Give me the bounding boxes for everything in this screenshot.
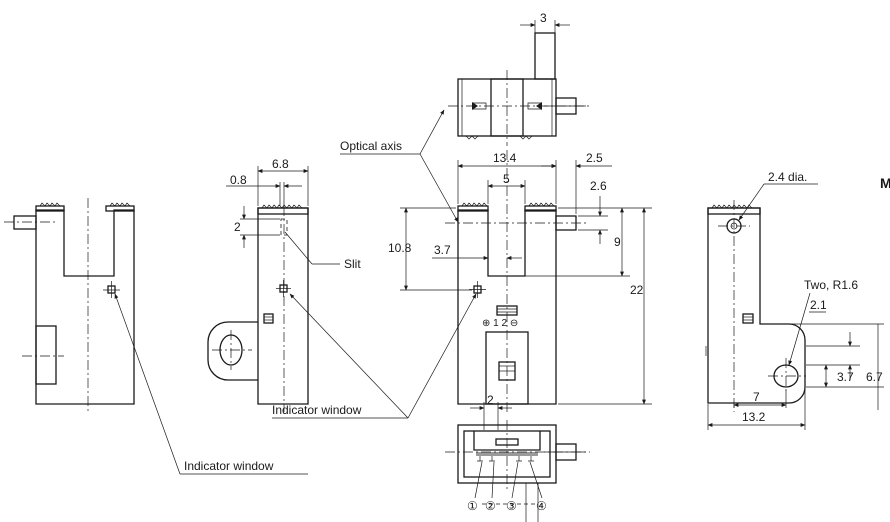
dim-2-slit: 2 <box>234 220 241 234</box>
pin-1: ① <box>467 499 478 513</box>
dim-3.7-right: 3.7 <box>837 370 854 384</box>
optical-axis-label: Optical axis <box>340 139 402 153</box>
indicator-window-label: Indicator window <box>272 403 362 417</box>
pin-4: ④ <box>536 499 547 513</box>
front-view: ⊕ 1 2 ⊖ <box>445 150 588 412</box>
dim-2.5: 2.5 <box>586 151 603 165</box>
side-view-dims: 6.8 0.8 2 Slit <box>226 157 361 271</box>
top-view-dims: 3 <box>520 11 570 33</box>
optical-axis-callout: Optical axis <box>340 109 459 223</box>
dim-2.1: 2.1 <box>810 298 827 312</box>
two-r1.6-label: Two, R1.6 <box>804 278 858 292</box>
dim-3.7-front: 3.7 <box>434 243 451 257</box>
slit-label: Slit <box>344 257 361 271</box>
dim-6.8: 6.8 <box>272 157 289 171</box>
indicator-window-left-callout: Indicator window <box>114 293 308 475</box>
dim-9: 9 <box>614 235 621 249</box>
dim-13.4: 13.4 <box>493 151 517 165</box>
dim-3: 3 <box>540 11 547 25</box>
pin-2: ② <box>485 499 496 513</box>
dim-13.2: 13.2 <box>742 410 766 424</box>
dia-2.4-label: 2.4 dia. <box>768 170 807 184</box>
top-view <box>448 32 590 146</box>
left-view <box>4 198 135 412</box>
indicator-window-left-label: Indicator window <box>184 459 274 473</box>
pin-3: ③ <box>506 499 517 513</box>
indicator-window-callout: Indicator window <box>272 293 477 419</box>
dim-10.8: 10.8 <box>388 241 412 255</box>
right-view-dims: 2.4 dia. Two, R1.6 2.1 3.7 6.7 7 13.2 <box>707 170 884 430</box>
right-view <box>705 200 806 412</box>
terminal-symbols: ⊕ 1 2 ⊖ <box>482 318 518 329</box>
dim-7: 7 <box>753 390 760 404</box>
dim-22: 22 <box>630 283 644 297</box>
dim-5: 5 <box>503 172 510 186</box>
dim-2.6: 2.6 <box>590 179 607 193</box>
front-view-dims: 13.4 2.5 5 2.6 9 22 10.8 3.7 <box>388 151 652 405</box>
bottom-view-dims: 2 ① ② ③ ④ <box>467 393 547 513</box>
dim-2-bottom: 2 <box>487 393 494 407</box>
side-view <box>207 204 309 412</box>
bottom-view <box>445 420 590 522</box>
dim-0.8: 0.8 <box>230 173 247 187</box>
dim-6.7: 6.7 <box>866 370 883 384</box>
cut-letter: M <box>880 175 890 191</box>
